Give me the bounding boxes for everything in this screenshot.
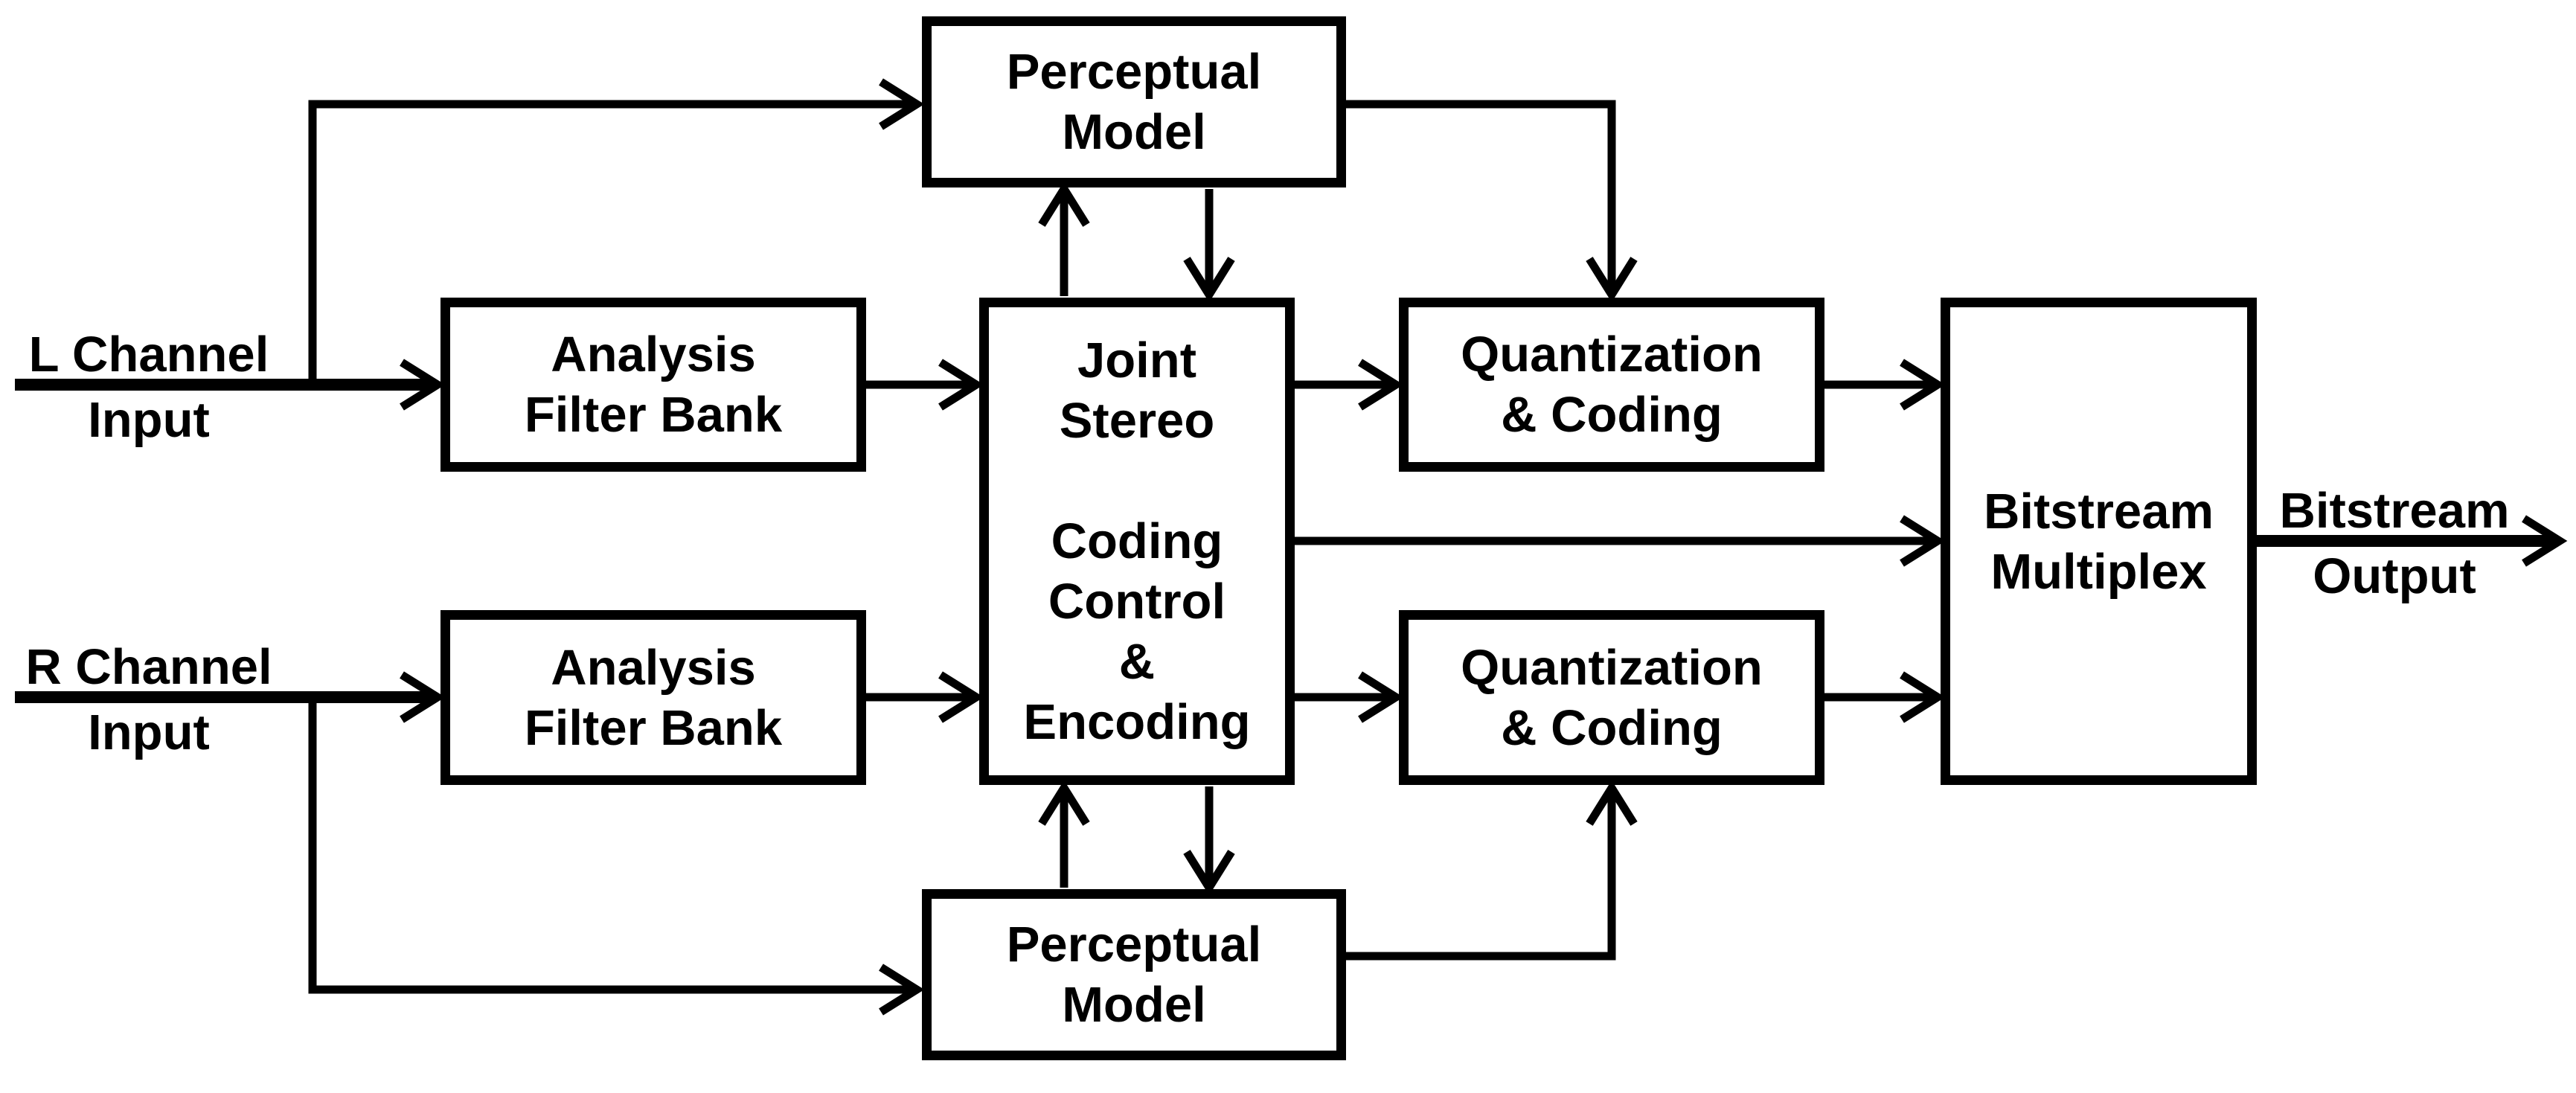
arrow-afb-top-to-joint <box>866 359 984 411</box>
arrow-perceptual-top-to-joint <box>1183 189 1235 303</box>
arrow-joint-to-perceptual-top <box>1038 181 1090 296</box>
arrow-quantization-top-to-mux <box>1824 359 1946 411</box>
label-l-channel: L Channel <box>28 327 269 382</box>
arrow-r-channel-input <box>15 671 446 723</box>
arrow-perceptual-bottom-to-quantization-bottom <box>1346 780 1638 961</box>
box-quantization-coding-top: Quantization & Coding <box>1399 298 1824 472</box>
label-bitstream-output-line2: Output <box>2313 548 2476 604</box>
box-bitstream-multiplex: Bitstream Multiplex <box>1941 298 2257 785</box>
arrow-joint-to-perceptual-bottom <box>1183 786 1235 896</box>
box-quantization-coding-bottom: Quantization & Coding <box>1399 610 1824 785</box>
arrow-joint-to-quantization-bottom <box>1295 671 1404 723</box>
label-l-input: Input <box>88 392 210 448</box>
box-analysis-filter-bank-r: Analysis Filter Bank <box>440 610 866 785</box>
box-perceptual-model-bottom: Perceptual Model <box>922 889 1346 1060</box>
arrow-joint-to-mux <box>1295 515 1946 567</box>
arrow-r-branch-to-perceptual-bottom <box>308 693 925 1016</box>
label-r-channel: R Channel <box>25 639 272 695</box>
arrow-joint-to-quantization-top <box>1295 359 1404 411</box>
arrow-l-branch-to-perceptual-top <box>308 78 925 389</box>
box-analysis-filter-bank-l: Analysis Filter Bank <box>440 298 866 472</box>
label-bitstream-output-line1: Bitstream <box>2279 483 2510 539</box>
box-perceptual-model-top: Perceptual Model <box>922 16 1346 187</box>
label-r-input: Input <box>88 705 210 760</box>
arrow-afb-bottom-to-joint <box>866 671 984 723</box>
arrow-quantization-bottom-to-mux <box>1824 671 1946 723</box>
box-joint-stereo-coding-control: Joint Stereo Coding Control & Encoding <box>979 298 1295 785</box>
arrow-l-channel-input <box>15 359 446 411</box>
arrow-bitstream-output <box>2257 515 2568 567</box>
arrow-perceptual-bottom-to-joint <box>1038 780 1090 888</box>
arrow-perceptual-top-to-quantization-top <box>1346 100 1638 303</box>
